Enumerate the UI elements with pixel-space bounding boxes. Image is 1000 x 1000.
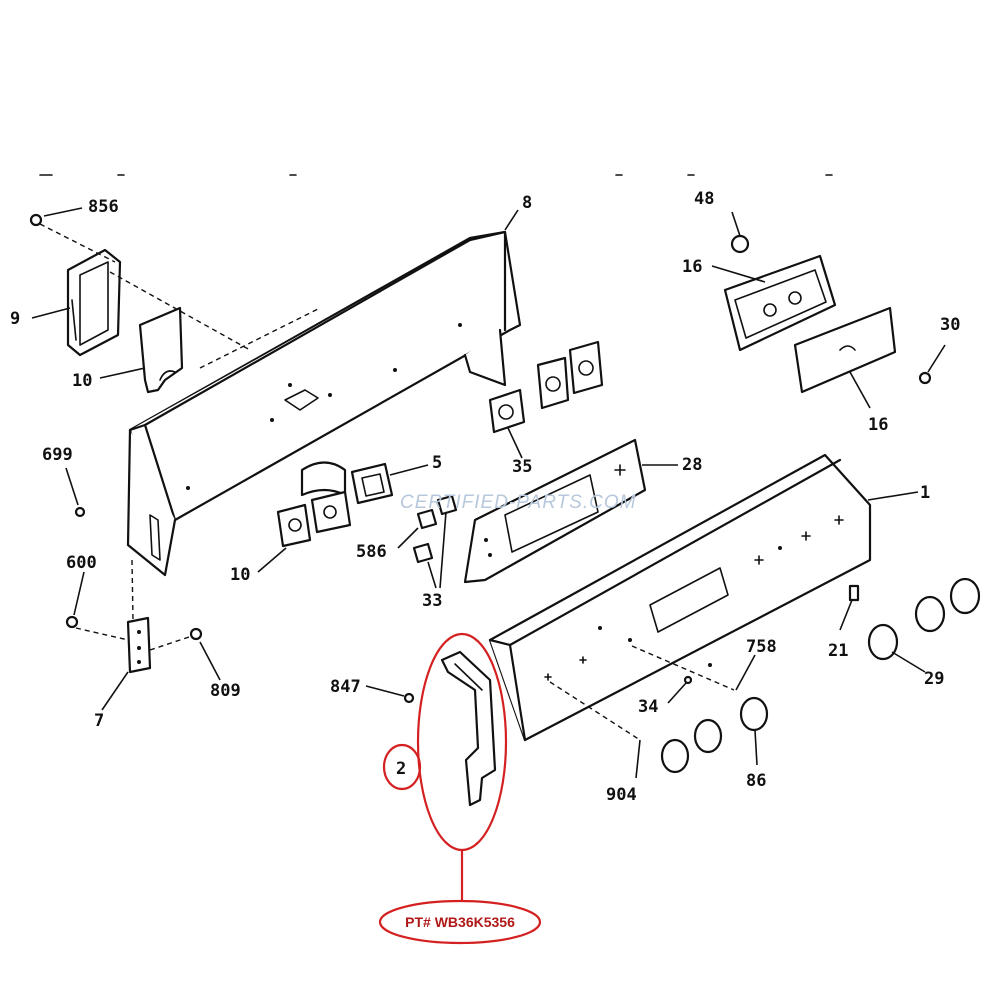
screw-847-icon: [403, 692, 415, 704]
knob-icon: [739, 696, 769, 732]
callout-699: 699: [42, 445, 73, 465]
callout-34: 34: [638, 697, 658, 717]
nut-48-icon: [730, 234, 750, 254]
callout-847: 847: [330, 677, 361, 697]
callout-10a: 10: [72, 371, 92, 391]
leader-lines: [31, 207, 946, 779]
callout-labels: 856 9 10 8 48 16 30 16 699 5 35 28 1 10 …: [10, 189, 960, 805]
callout-5: 5: [432, 453, 442, 473]
knobs: [660, 577, 981, 774]
small-parts-586-33: [412, 494, 458, 564]
callout-30: 30: [940, 315, 960, 335]
side-bracket-9: [66, 248, 122, 357]
callout-16a: 16: [682, 257, 702, 277]
backsplash-body: [126, 230, 522, 577]
screw-809-icon: [189, 627, 203, 641]
knob-icon: [660, 738, 690, 774]
front-panel-1: [488, 453, 872, 742]
switch-35-group: [488, 340, 604, 434]
callout-809: 809: [210, 681, 241, 701]
callout-28: 28: [682, 455, 702, 475]
switch-19-group: [276, 461, 352, 548]
part-highlight: 2 PT# WB36K5356: [378, 632, 542, 945]
callout-758: 758: [746, 637, 777, 657]
callout-600: 600: [66, 553, 97, 573]
knob-icon: [867, 623, 899, 661]
clip-21-icon: [848, 584, 860, 602]
part-number-bubble: [378, 899, 542, 945]
knob-icon: [693, 718, 723, 754]
part-number-label: PT# WB36K5356: [405, 914, 515, 930]
knob-icon: [914, 595, 946, 633]
callout-8: 8: [522, 193, 532, 213]
callout-35: 35: [512, 457, 532, 477]
callout-9: 9: [10, 309, 20, 329]
callout-1: 1: [920, 483, 930, 503]
callout-10b: 10: [230, 565, 250, 585]
callout-86: 86: [746, 771, 766, 791]
screw-600-icon: [65, 615, 79, 629]
callout-586: 586: [356, 542, 387, 562]
highlight-number: 2: [396, 759, 406, 779]
highlight-number-ring: [382, 743, 422, 791]
callout-904: 904: [606, 785, 637, 805]
screw-30-icon: [918, 371, 932, 385]
trim-piece-2: [440, 650, 497, 807]
callout-29: 29: [924, 669, 944, 689]
switch-5: [350, 462, 394, 505]
callout-33: 33: [422, 591, 442, 611]
overlay-16: [793, 306, 897, 394]
callout-16b: 16: [868, 415, 888, 435]
screw-856-icon: [29, 213, 43, 227]
watermark: CERTIFIED-PARTS.COM: [400, 492, 636, 513]
bracket-10: [138, 306, 184, 394]
control-board-16: [723, 254, 837, 352]
panel-28: [463, 438, 647, 584]
screw-699-icon: [74, 506, 86, 518]
knob-icon: [949, 577, 981, 615]
callout-21: 21: [828, 641, 848, 661]
callout-48: 48: [694, 189, 714, 209]
callout-856: 856: [88, 197, 119, 217]
bracket-7: [126, 616, 152, 674]
screw-34-icon: [683, 675, 693, 685]
callout-7: 7: [94, 711, 104, 731]
